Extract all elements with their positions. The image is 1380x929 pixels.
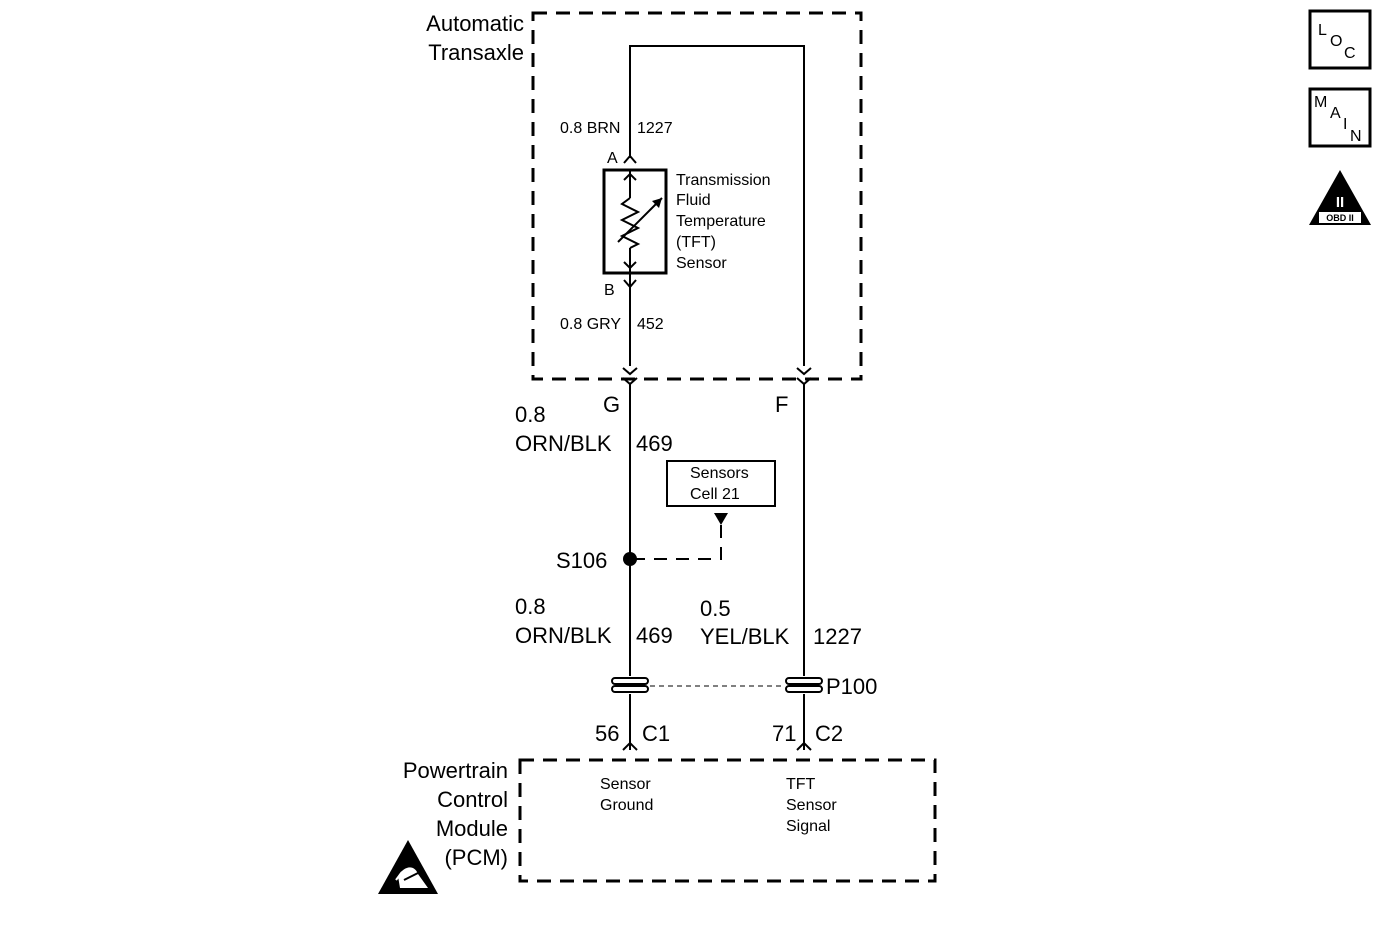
pcm-label-line2: Control bbox=[437, 787, 508, 812]
main-icon-i: I bbox=[1343, 116, 1347, 133]
loc-icon[interactable]: L O C bbox=[1308, 9, 1372, 70]
connector-g-label: G bbox=[603, 392, 620, 417]
pcm-ground-line1: Sensor bbox=[600, 776, 651, 793]
pin-a-label: A bbox=[607, 150, 618, 167]
connector-c1-label: C1 bbox=[642, 721, 670, 746]
variable-arrowhead bbox=[652, 198, 662, 208]
obd-ii-icon[interactable]: II OBD II bbox=[1309, 170, 1371, 225]
pcm-terminal-c1 bbox=[622, 741, 638, 751]
pin-a-terminal bbox=[623, 154, 637, 164]
wire-brn-circuit: 1227 bbox=[637, 120, 673, 137]
wire-right-lower-color: YEL/BLK bbox=[700, 624, 790, 649]
sensor-body bbox=[602, 168, 668, 275]
pcm-signal-line1: TFT bbox=[786, 776, 816, 793]
pcm-box bbox=[518, 758, 937, 883]
sensor-label-line5: Sensor bbox=[676, 255, 727, 272]
sensor-arrow-down bbox=[623, 261, 637, 270]
connector-p100-left bbox=[611, 677, 649, 693]
esd-warning-icon bbox=[378, 840, 438, 894]
main-icon-m: M bbox=[1314, 94, 1327, 111]
pcm-ground-line2: Ground bbox=[600, 797, 653, 814]
main-icon-a: A bbox=[1330, 105, 1341, 122]
connector-f-symbol bbox=[796, 367, 812, 386]
pin-56-label: 56 bbox=[595, 721, 619, 746]
main-icon[interactable]: M A I N bbox=[1308, 87, 1372, 148]
pin-b-label: B bbox=[604, 282, 615, 299]
sensor-label-line1: Transmission bbox=[676, 172, 771, 189]
reference-arrow-icon bbox=[714, 513, 728, 525]
wire-right-lower-gauge: 0.5 bbox=[700, 596, 731, 621]
wire-left-lower-circuit: 469 bbox=[636, 623, 673, 648]
wire-gry-circuit: 452 bbox=[637, 316, 664, 333]
wire-brn-size: 0.8 BRN bbox=[560, 120, 620, 137]
sensor-label-line3: Temperature bbox=[676, 213, 766, 230]
ref-box-line2: Cell 21 bbox=[690, 486, 740, 503]
wire-left-upper-circuit: 469 bbox=[636, 431, 673, 456]
connector-c2-label: C2 bbox=[815, 721, 843, 746]
connector-f-label: F bbox=[775, 392, 788, 417]
pcm-signal-line3: Signal bbox=[786, 818, 830, 835]
transaxle-label-line2: Transaxle bbox=[428, 40, 524, 65]
main-icon-n: N bbox=[1350, 128, 1362, 145]
sensor-arrow-up bbox=[623, 172, 637, 181]
wire-left-lower-gauge: 0.8 bbox=[515, 594, 546, 619]
loc-icon-l: L bbox=[1318, 22, 1327, 39]
connector-p100-label: P100 bbox=[826, 674, 877, 699]
loc-icon-o: O bbox=[1330, 33, 1342, 50]
connector-p100-right bbox=[785, 677, 823, 693]
wire-gry-size: 0.8 GRY bbox=[560, 316, 621, 333]
loc-icon-c: C bbox=[1344, 45, 1356, 62]
sensor-label-line4: (TFT) bbox=[676, 234, 716, 251]
top-loop-wire bbox=[629, 45, 805, 366]
splice-reference-line bbox=[636, 525, 722, 560]
obd-roman-numeral: II bbox=[1336, 194, 1344, 211]
variable-arrow bbox=[617, 197, 663, 243]
wire-right-lower-circuit: 1227 bbox=[813, 624, 862, 649]
pcm-terminal-c2 bbox=[796, 741, 812, 751]
pcm-label-line3: Module bbox=[436, 816, 508, 841]
sensor-label-line2: Fluid bbox=[676, 192, 711, 209]
pin-71-label: 71 bbox=[772, 721, 796, 746]
pcm-signal-line2: Sensor bbox=[786, 797, 837, 814]
pcm-label-line1: Powertrain bbox=[403, 758, 508, 783]
wire-left-lower-color: ORN/BLK bbox=[515, 623, 612, 648]
transaxle-box bbox=[531, 11, 863, 381]
ref-box-line1: Sensors bbox=[690, 465, 749, 482]
splice-s106-dot bbox=[623, 552, 637, 566]
transaxle-label-line1: Automatic bbox=[426, 11, 524, 36]
connector-g-symbol bbox=[622, 367, 638, 386]
wire-left-upper-gauge: 0.8 bbox=[515, 402, 546, 427]
obd-label: OBD II bbox=[1326, 213, 1354, 223]
splice-label: S106 bbox=[556, 548, 607, 573]
tft-sensor: A B Transmission Fluid Temperature (TFT)… bbox=[602, 150, 771, 299]
wire-left-upper-color: ORN/BLK bbox=[515, 431, 612, 456]
sensors-cell-reference-box[interactable] bbox=[666, 460, 776, 507]
pcm-label-line4: (PCM) bbox=[444, 845, 508, 870]
thermistor-zigzag bbox=[619, 197, 641, 249]
